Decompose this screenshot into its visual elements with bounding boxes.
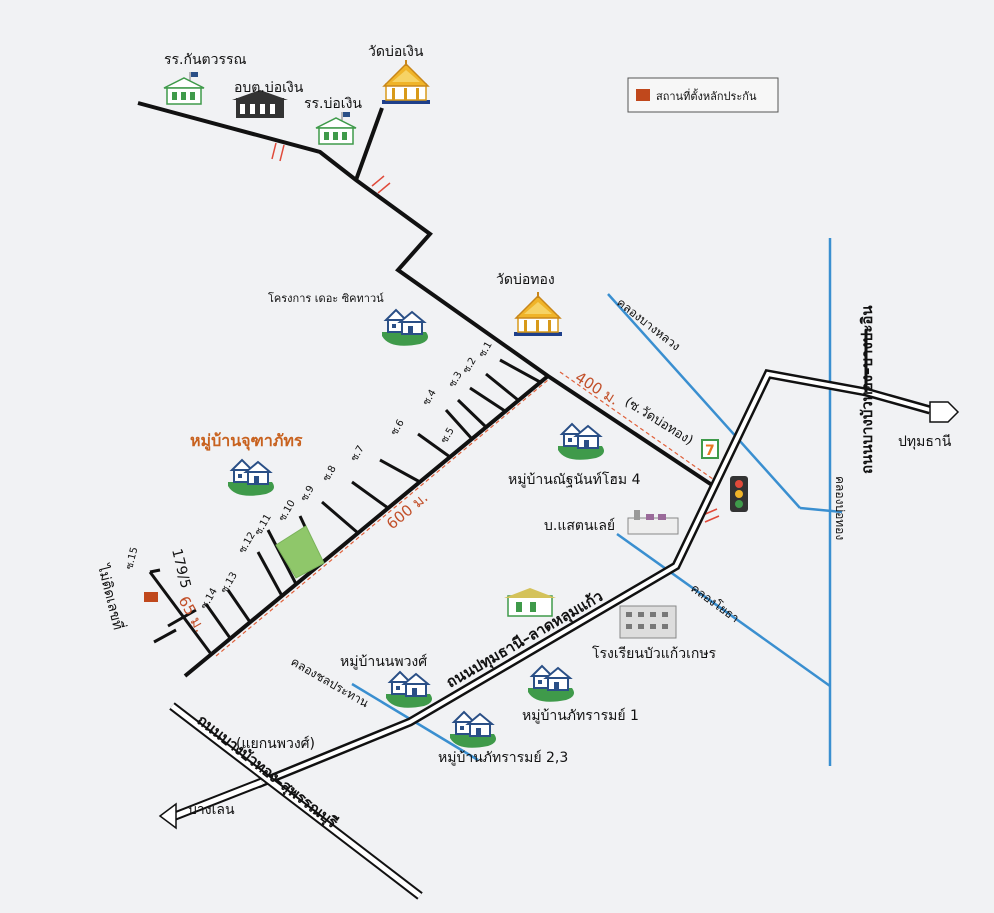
village-parcel [275, 525, 325, 579]
label-project-city-town: โครงการ เดอะ ซิคทาวน์ [268, 291, 384, 305]
label-soi-3: ซ.3 [447, 370, 465, 390]
label-wat-bo-ngoen: วัดบ่อเงิน [368, 44, 424, 60]
label-soi-4: ซ.4 [421, 388, 439, 408]
label-village-pattharam1: หมู่บ้านภัทรารมย์ 1 [522, 707, 639, 724]
label-house-number: 179/5 [168, 547, 193, 590]
arrow-to-banglen [158, 802, 177, 830]
house-icon [227, 459, 275, 497]
store-icon: 7 [701, 439, 719, 459]
house-icon [557, 423, 605, 461]
arrow-to-pathum [929, 401, 960, 423]
road-markers [271, 142, 720, 523]
school-icon [315, 111, 357, 145]
label-school-buakaew: โรงเรียนบัวแก้วเกษร [592, 645, 717, 662]
temple-icon [513, 291, 563, 337]
house-icon [381, 309, 429, 347]
temple-icon [381, 59, 431, 105]
label-junction-nopphawong: (แยกนพวงศ์) [236, 735, 315, 752]
school-building-icon [619, 605, 677, 639]
label-soi-10: ซ.10 [277, 498, 298, 523]
label-soi-6: ซ.6 [389, 418, 407, 438]
canal-khlong-tha [616, 532, 831, 688]
label-soi-8: ซ.8 [321, 464, 339, 484]
label-village-pattharam23: หมู่บ้านภัทรารมย์ 2,3 [438, 749, 568, 766]
label-distance-400: 400 ม. [572, 368, 622, 409]
school-icon [163, 71, 205, 105]
house-icon [527, 665, 575, 703]
legend-label: สถานที่ตั้งหลักประกัน [656, 88, 757, 103]
legend-marker [636, 89, 650, 101]
label-canal-bo-thong: คลองบ่อทอง [833, 476, 847, 540]
label-soi-5: ซ.5 [439, 426, 457, 446]
label-soi-1: ซ.1 [477, 340, 495, 360]
house-icon [449, 711, 497, 749]
label-soi-15: ซ.15 [124, 546, 140, 571]
shophouse-icon [504, 588, 556, 617]
label-wat-bo-thong: วัดบ่อทอง [496, 272, 555, 288]
label-company-stainless: บ.แสตนเลย์ [544, 517, 615, 534]
label-to-pathum: ปทุมธานี [898, 434, 952, 450]
label-village-nopphawong: หมู่บ้านนพวงศ์ [340, 653, 427, 670]
label-road-bangbuathong-bangpa: ถนนบางบัวทอง–บางปะอิน [858, 305, 876, 474]
label-soi-2: ซ.2 [461, 356, 479, 376]
label-canal-bang-luang: คลองบางหลวง [614, 295, 683, 353]
road-upper [137, 101, 717, 489]
label-no-number: ไม่ติดเลขที่ [94, 562, 128, 632]
canal-bang-luang [607, 293, 801, 509]
label-soi-13: ซ.13 [219, 570, 240, 595]
label-school-bo-ngoen: รร.บ่อเงิน [304, 96, 362, 112]
factory-icon [627, 510, 679, 535]
label-village-nanthom: หมู่บ้านณัฐนันท์โฮม 4 [508, 471, 641, 488]
label-to-banglen: บางเลน [188, 802, 235, 818]
label-village-jutha: หมู่บ้านจุฑาภัทร [190, 431, 303, 452]
label-soi-12: ซ.12 [237, 530, 258, 555]
traffic-light-icon [730, 476, 748, 512]
collateral-marker [144, 592, 158, 602]
soi-lines [148, 358, 541, 655]
road-to-school [354, 107, 384, 181]
label-soi-7: ซ.7 [349, 444, 367, 464]
store-label: 7 [705, 443, 715, 459]
label-soi-14: ซ.14 [199, 586, 220, 611]
road-main-soi [183, 374, 550, 678]
house-icon [385, 671, 433, 709]
legend: สถานที่ตั้งหลักประกัน [627, 77, 779, 113]
building-icon [232, 90, 288, 118]
label-school-kantawan: รร.กันตวรรณ [164, 52, 247, 68]
label-obt-bo-ngoen: อบต.บ่อเงิน [234, 80, 304, 96]
label-canal-khlong-tha: คลองโยธา [688, 581, 742, 625]
label-soi-9: ซ.9 [299, 484, 317, 504]
